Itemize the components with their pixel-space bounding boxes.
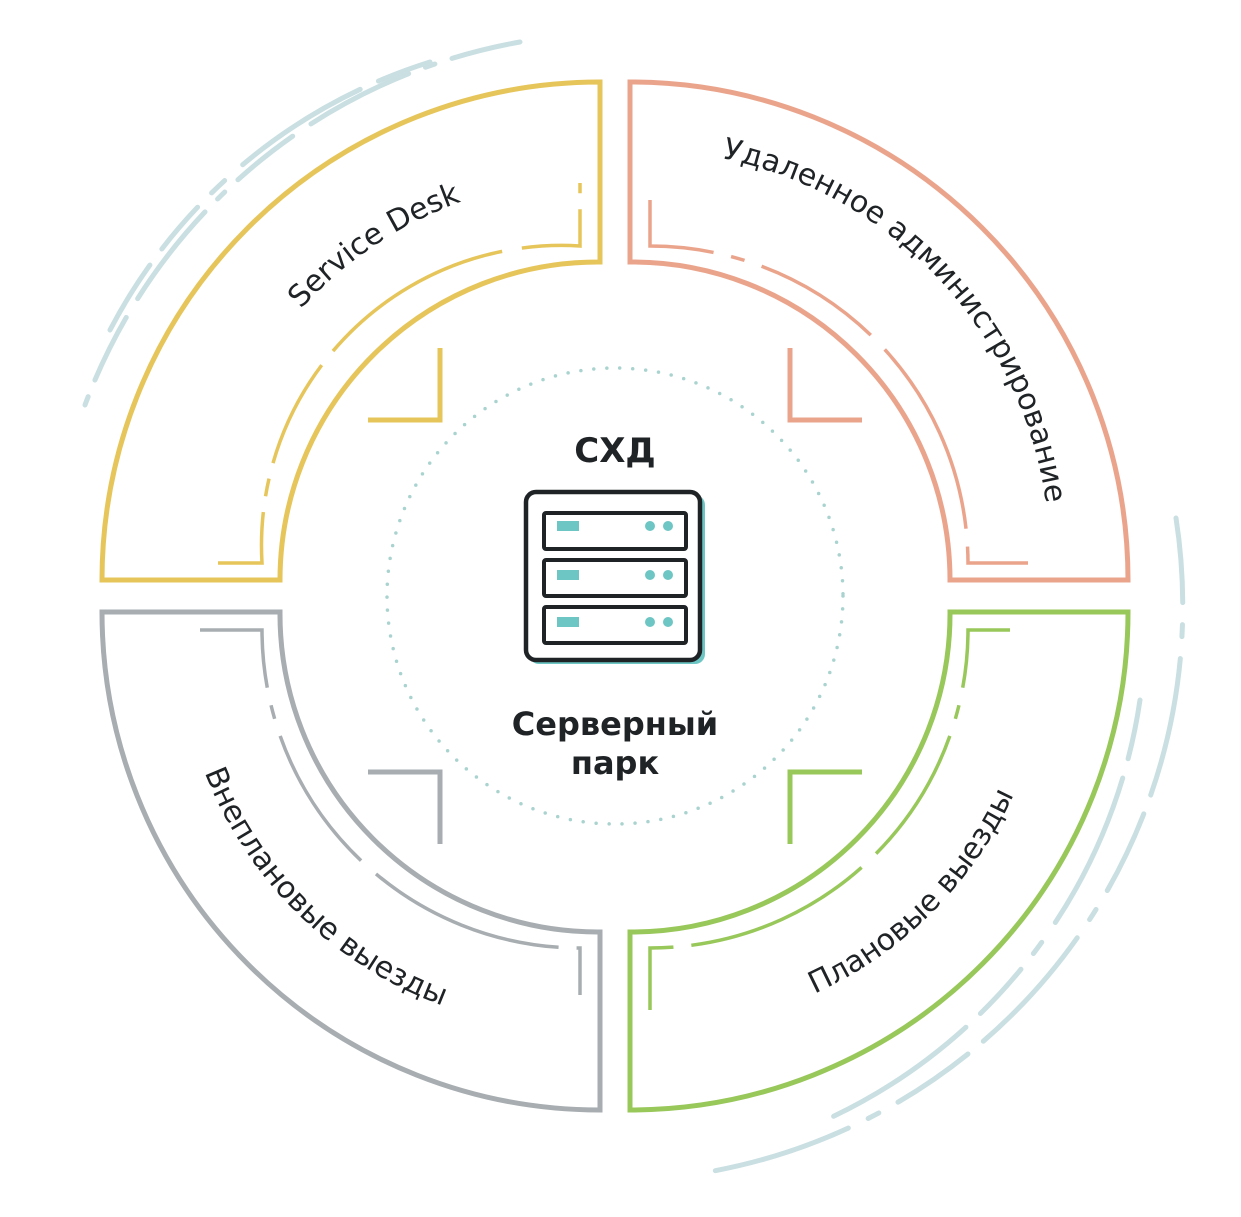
segment-unplanned-visits-inner-line [200, 628, 582, 995]
center-subtitle-line1: Серверный [512, 705, 718, 743]
segment-remote-admin-corner [787, 348, 862, 423]
segment-unplanned-visits: Внеплановые выезды [99, 609, 603, 1113]
segment-unplanned-visits-frame [99, 609, 603, 1113]
segment-service-desk-label: Service Desk [281, 176, 465, 314]
segment-service-desk-frame [99, 79, 603, 583]
segment-service-desk-corner [368, 348, 443, 423]
segment-unplanned-visits-corner [368, 769, 443, 844]
center-block: СХД Серверный парк [512, 431, 718, 782]
segment-planned-visits-corner [787, 769, 862, 844]
segment-service-desk-inner-line [218, 183, 582, 565]
segment-unplanned-visits-label: Внеплановые выезды [197, 762, 453, 1013]
segment-remote-admin-label: Удаленное администрирование [720, 132, 1073, 505]
segment-remote-admin-inner-line [648, 200, 1028, 565]
outer-decorative-arcs [82, 39, 1186, 1175]
segment-planned-visits-label: Плановые выезды [803, 783, 1021, 1001]
segment-remote-admin-frame [627, 79, 1131, 583]
segment-planned-visits-inner-line [648, 628, 1010, 1010]
center-title: СХД [574, 431, 655, 471]
segment-planned-visits: Плановые выезды [627, 609, 1131, 1113]
server-rack-icon [523, 489, 705, 664]
dotted-inner-circle [385, 366, 845, 826]
segment-planned-visits-frame [627, 609, 1131, 1113]
center-subtitle-line2: парк [571, 744, 660, 782]
